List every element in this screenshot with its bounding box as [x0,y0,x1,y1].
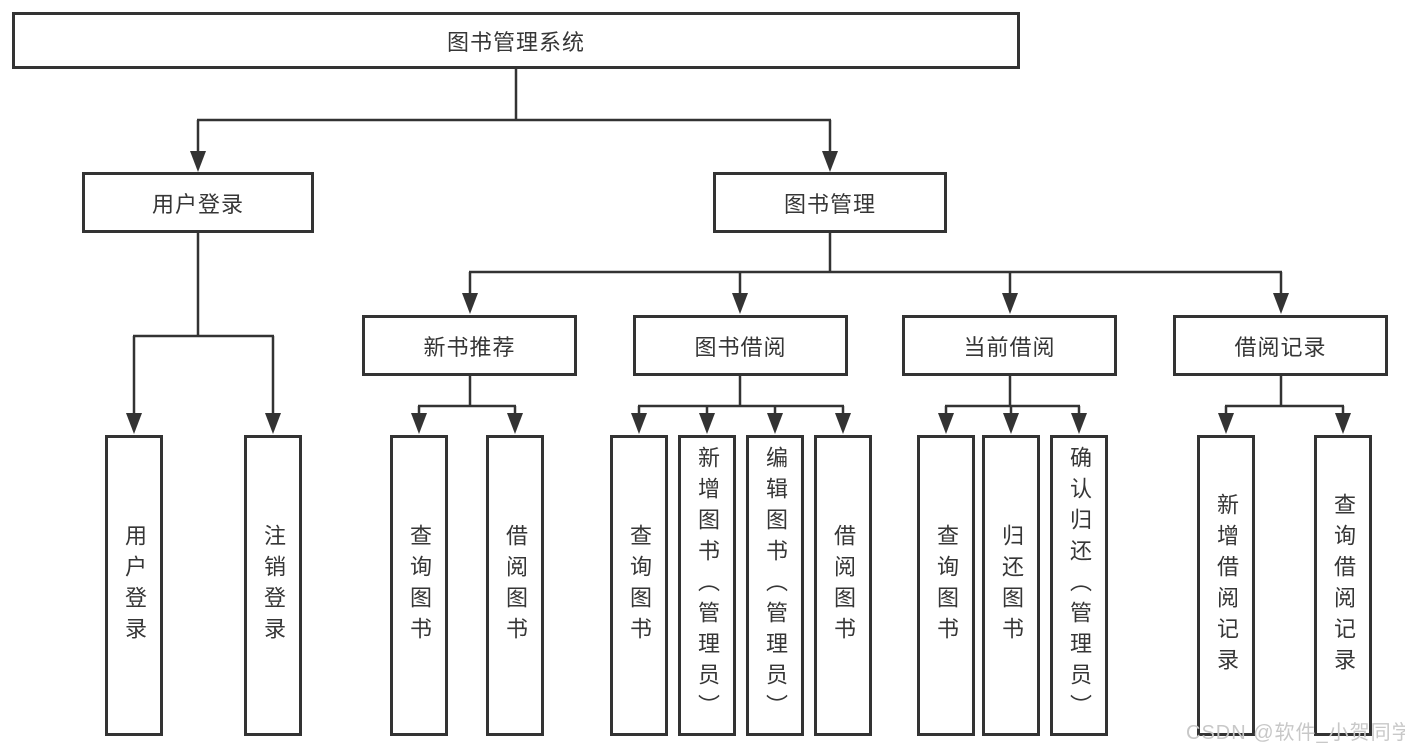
connector-records-to-leaves [1224,376,1345,418]
arrow-down-icon [1335,413,1351,434]
leaf-label: 注销登录 [261,523,286,648]
leaf-label: 查询图书 [627,523,652,648]
leaf-query-borrow-record: 查询借阅记录 [1314,435,1372,736]
connector-newrec-to-leaves [417,376,517,418]
connector-bookmgmt-to-level3 [468,233,1283,297]
node-root: 图书管理系统 [12,12,1020,69]
arrow-down-icon [631,413,647,434]
leaf-label: 查询图书 [934,523,959,648]
leaf-return-books: 归还图书 [982,435,1040,736]
leaf-add-borrow-record: 新增借阅记录 [1197,435,1255,736]
leaf-label: 新增借阅记录 [1214,492,1239,679]
leaf-edit-book-admin: 编辑图书（管理员） [746,435,804,736]
arrow-down-icon [126,413,142,434]
node-book-management: 图书管理 [713,172,947,233]
node-book-borrow: 图书借阅 [633,315,848,376]
arrow-down-icon [462,293,478,314]
arrow-down-icon [507,413,523,434]
leaf-label: 查询图书 [407,523,432,648]
node-current-borrow: 当前借阅 [902,315,1117,376]
leaf-label: 借阅图书 [831,523,856,648]
arrow-down-icon [938,413,954,434]
leaf-query-books-newrec: 查询图书 [390,435,448,736]
leaf-label: 借阅图书 [503,523,528,648]
node-borrow-records: 借阅记录 [1173,315,1388,376]
connector-root-to-level2 [196,68,832,153]
leaf-user-login: 用户登录 [105,435,163,736]
leaf-add-book-admin: 新增图书（管理员） [678,435,736,736]
connector-current-to-leaves [944,376,1081,418]
leaf-borrow-books-newrec: 借阅图书 [486,435,544,736]
node-new-book-recommend: 新书推荐 [362,315,577,376]
arrow-down-icon [1002,293,1018,314]
arrow-down-icon [1273,293,1289,314]
csdn-watermark: CSDN @软件_小贺同学 [1186,722,1405,744]
leaf-label: 确认归还（管理员） [1067,446,1092,725]
leaf-label: 归还图书 [999,523,1024,648]
leaf-logout: 注销登录 [244,435,302,736]
arrow-down-icon [767,413,783,434]
leaf-label: 编辑图书（管理员） [763,446,788,725]
arrow-down-icon [822,151,838,172]
connector-borrow-to-leaves [637,376,845,418]
arrow-down-icon [1218,413,1234,434]
leaf-borrow-books-borrow: 借阅图书 [814,435,872,736]
connector-userlogin-to-leaves [132,233,275,416]
arrow-down-icon [1071,413,1087,434]
arrow-down-icon [190,151,206,172]
leaf-query-books-borrow: 查询图书 [610,435,668,736]
node-user-login: 用户登录 [82,172,314,233]
leaf-label: 查询借阅记录 [1331,492,1356,679]
arrow-down-icon [411,413,427,434]
arrow-down-icon [265,413,281,434]
leaf-label: 新增图书（管理员） [695,446,720,725]
arrow-down-icon [835,413,851,434]
leaf-query-books-current: 查询图书 [917,435,975,736]
arrow-down-icon [699,413,715,434]
leaf-confirm-return-admin: 确认归还（管理员） [1050,435,1108,736]
arrow-down-icon [732,293,748,314]
leaf-label: 用户登录 [122,523,147,648]
arrow-down-icon [1003,413,1019,434]
